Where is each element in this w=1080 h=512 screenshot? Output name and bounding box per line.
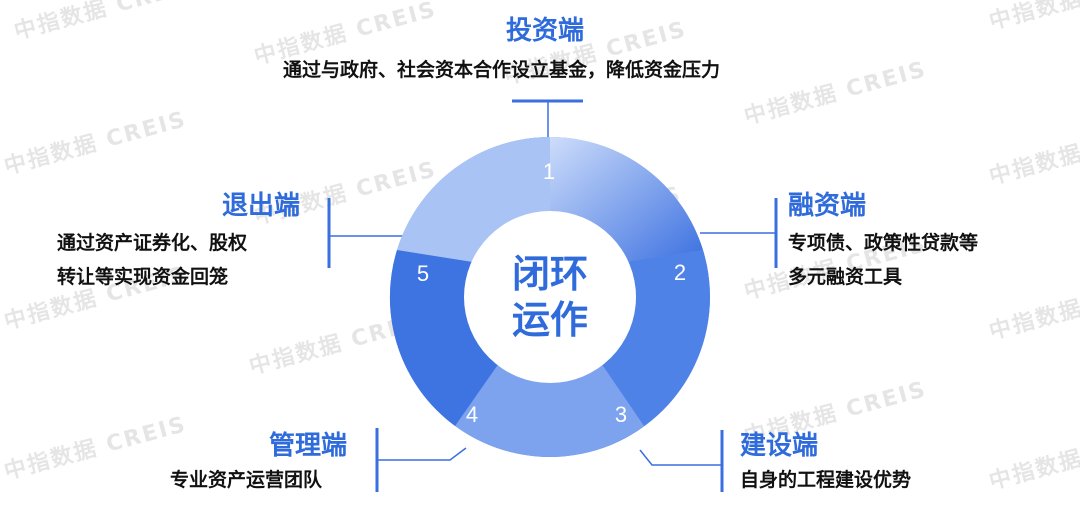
segment-number: 1: [542, 159, 556, 184]
build-title: 建设端: [740, 431, 819, 461]
watermark: 中指数据 CREIS: [985, 0, 1080, 36]
center-label-line1: 闭环: [511, 252, 588, 296]
exit-desc-line2: 转让等实现资金回笼: [57, 266, 229, 288]
segment-number: 3: [614, 402, 628, 427]
segment-number: 2: [673, 260, 687, 285]
watermark: 中指数据 CREIS: [1, 412, 190, 485]
invest-desc: 通过与政府、社会资本合作设立基金，降低资金压力: [283, 59, 721, 81]
segment-number: 5: [416, 261, 430, 286]
watermark: 中指数据 CREIS: [986, 117, 1080, 190]
invest-title: 投资端: [506, 16, 585, 46]
watermark: 中指数据 CREIS: [741, 57, 930, 130]
ring-graphic: [389, 136, 710, 457]
segment-number: 4: [465, 402, 479, 427]
watermark: 中指数据 CREIS: [1, 107, 190, 180]
manage-desc: 专业资产运营团队: [170, 469, 323, 491]
exit-title: 退出端: [222, 191, 301, 221]
watermark: 中指数据 CREIS: [11, 0, 200, 45]
finance-desc-line1: 专项债、政策性贷款等: [788, 232, 979, 254]
manage-title: 管理端: [269, 431, 348, 461]
closed-loop-ring: 1 2 3 4 5 闭环 运作: [381, 128, 719, 466]
center-label: 闭环 运作: [490, 251, 610, 343]
build-desc: 自身的工程建设优势: [740, 469, 912, 491]
center-label-line2: 运作: [511, 298, 588, 342]
finance-title: 融资端: [788, 191, 867, 221]
watermark: 中指数据 CREIS: [986, 422, 1080, 495]
watermark: 中指数据 CREIS: [986, 272, 1080, 345]
finance-desc-line2: 多元融资工具: [788, 266, 903, 288]
exit-desc-line1: 通过资产证券化、股权: [57, 232, 248, 254]
